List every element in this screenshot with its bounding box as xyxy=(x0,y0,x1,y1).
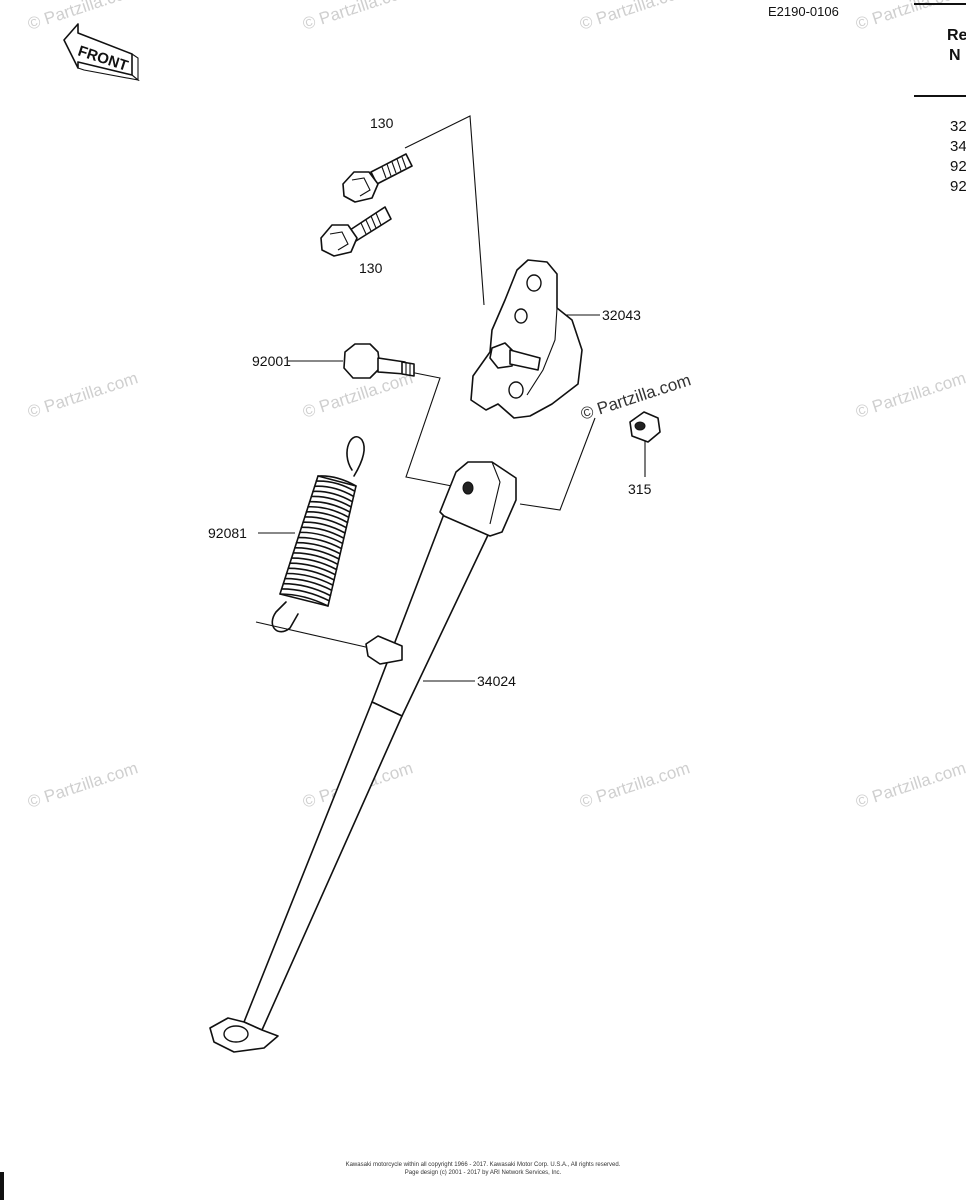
side-panel-item: 92 xyxy=(950,178,966,195)
side-panel: Re N 32 34 92 92 xyxy=(914,3,966,195)
copyright-line-2: Page design (c) 2001 - 2017 by ARI Netwo… xyxy=(405,1170,562,1176)
side-panel-header: N xyxy=(949,47,961,64)
spring-coil xyxy=(308,500,351,513)
bolt-lower xyxy=(320,206,392,257)
watermark: © Partzilla.com xyxy=(578,370,693,423)
spring-coil xyxy=(299,531,344,545)
bracket xyxy=(470,259,583,419)
spring-coil xyxy=(295,541,341,555)
side-panel-item: 32 xyxy=(950,118,966,135)
spring-coil xyxy=(280,588,330,602)
front-arrow-icon: FRONT xyxy=(63,23,140,82)
side-stand xyxy=(209,461,517,1053)
watermark: © Partzilla.com xyxy=(25,368,140,421)
callouts: 130 130 32043 92001 92081 315 34024 xyxy=(208,115,652,689)
callout-bolt-lower: 130 xyxy=(359,260,383,276)
spring-coil xyxy=(312,490,354,503)
callout-pivot-bolt: 92001 xyxy=(252,353,291,369)
spring-coil xyxy=(284,577,333,592)
watermark: © Partzilla.com xyxy=(300,0,415,34)
leader-lines xyxy=(255,115,646,682)
callout-bracket: 32043 xyxy=(602,307,641,323)
spring-coil xyxy=(317,475,357,487)
spring-coil xyxy=(307,505,350,519)
spring-coil xyxy=(305,511,349,524)
spring-coil xyxy=(300,526,345,539)
spring-coil xyxy=(292,552,339,566)
callout-stand: 34024 xyxy=(477,673,516,689)
watermark: © Partzilla.com xyxy=(25,0,140,34)
spring-coil xyxy=(285,572,334,586)
spring-coil xyxy=(304,516,348,529)
copyright-line-1: Kawasaki motorcycle within all copyright… xyxy=(346,1162,621,1168)
watermark: © Partzilla.com xyxy=(853,758,966,811)
nut xyxy=(629,411,661,443)
spring-coil xyxy=(297,536,343,550)
side-panel-item: 92 xyxy=(950,158,966,175)
side-panel-item: 34 xyxy=(950,138,966,155)
spring-coil xyxy=(287,567,335,581)
spring-coil xyxy=(290,557,338,571)
spring-coil xyxy=(313,485,355,498)
spring-coil xyxy=(302,521,346,534)
spring-coil xyxy=(294,546,340,560)
spring-coil xyxy=(279,593,329,607)
bolt-upper xyxy=(342,153,413,203)
spring-coil xyxy=(315,480,356,492)
callout-nut: 315 xyxy=(628,481,652,497)
watermark: © Partzilla.com xyxy=(853,368,966,421)
edge-mark xyxy=(0,1172,4,1200)
watermark: © Partzilla.com xyxy=(25,758,140,811)
side-panel-header: Re xyxy=(947,27,966,44)
spring-coil xyxy=(289,562,337,576)
watermark: © Partzilla.com xyxy=(577,758,692,811)
diagram-code: E2190-0106 xyxy=(768,4,839,19)
watermark: © Partzilla.com xyxy=(577,0,692,34)
callout-bolt-upper: 130 xyxy=(370,115,394,131)
spring-coil xyxy=(310,495,352,508)
callout-spring: 92081 xyxy=(208,525,247,541)
pivot-bolt xyxy=(343,343,415,379)
spring-coil xyxy=(282,582,332,597)
spring xyxy=(271,436,365,633)
